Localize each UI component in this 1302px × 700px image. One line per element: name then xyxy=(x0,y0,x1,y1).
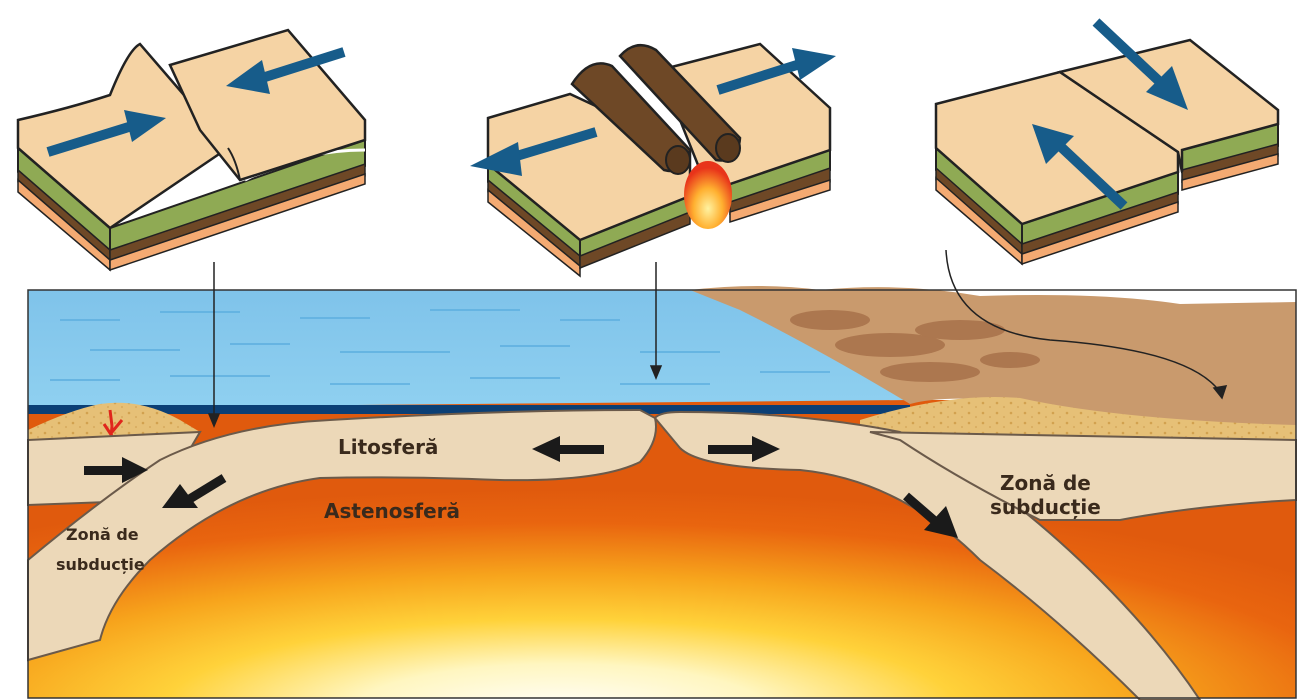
volcanic-island xyxy=(28,402,200,440)
ocean xyxy=(28,290,910,408)
connector-lines xyxy=(207,249,1228,428)
arrow-right-icon xyxy=(46,110,166,157)
asthenosphere-label: Astenosferă xyxy=(324,499,460,523)
arrow-right-icon xyxy=(84,457,148,483)
arrow-down-right-icon xyxy=(1092,18,1188,110)
arrow-left-icon xyxy=(532,436,604,462)
subduction-zone-left-label-line2: subducție xyxy=(56,555,145,574)
lithosphere-label: Litosferă xyxy=(338,435,438,459)
cross-section xyxy=(27,286,1297,700)
magma-icon xyxy=(684,161,732,229)
arrow-down-left-icon xyxy=(162,474,227,508)
transform-boundary-block xyxy=(934,18,1280,266)
arrow-left-icon xyxy=(226,47,346,94)
arrow-right-icon xyxy=(708,436,780,462)
arrow-left-icon xyxy=(470,127,598,176)
divergent-boundary-block xyxy=(470,42,836,278)
lithosphere-plate xyxy=(27,408,657,662)
subduction-zone-right-label-line1: Zonă de xyxy=(1000,471,1091,495)
arrow-down-right-icon xyxy=(903,492,958,538)
convergent-boundary-block xyxy=(16,28,367,272)
arrow-right-icon xyxy=(716,48,836,95)
section-arrows xyxy=(84,436,958,538)
subduction-zone-right-label-line2: subducție xyxy=(990,495,1101,519)
arrow-up-left-icon xyxy=(1032,124,1128,210)
subduction-zone-left-label-line1: Zonă de xyxy=(66,525,139,544)
